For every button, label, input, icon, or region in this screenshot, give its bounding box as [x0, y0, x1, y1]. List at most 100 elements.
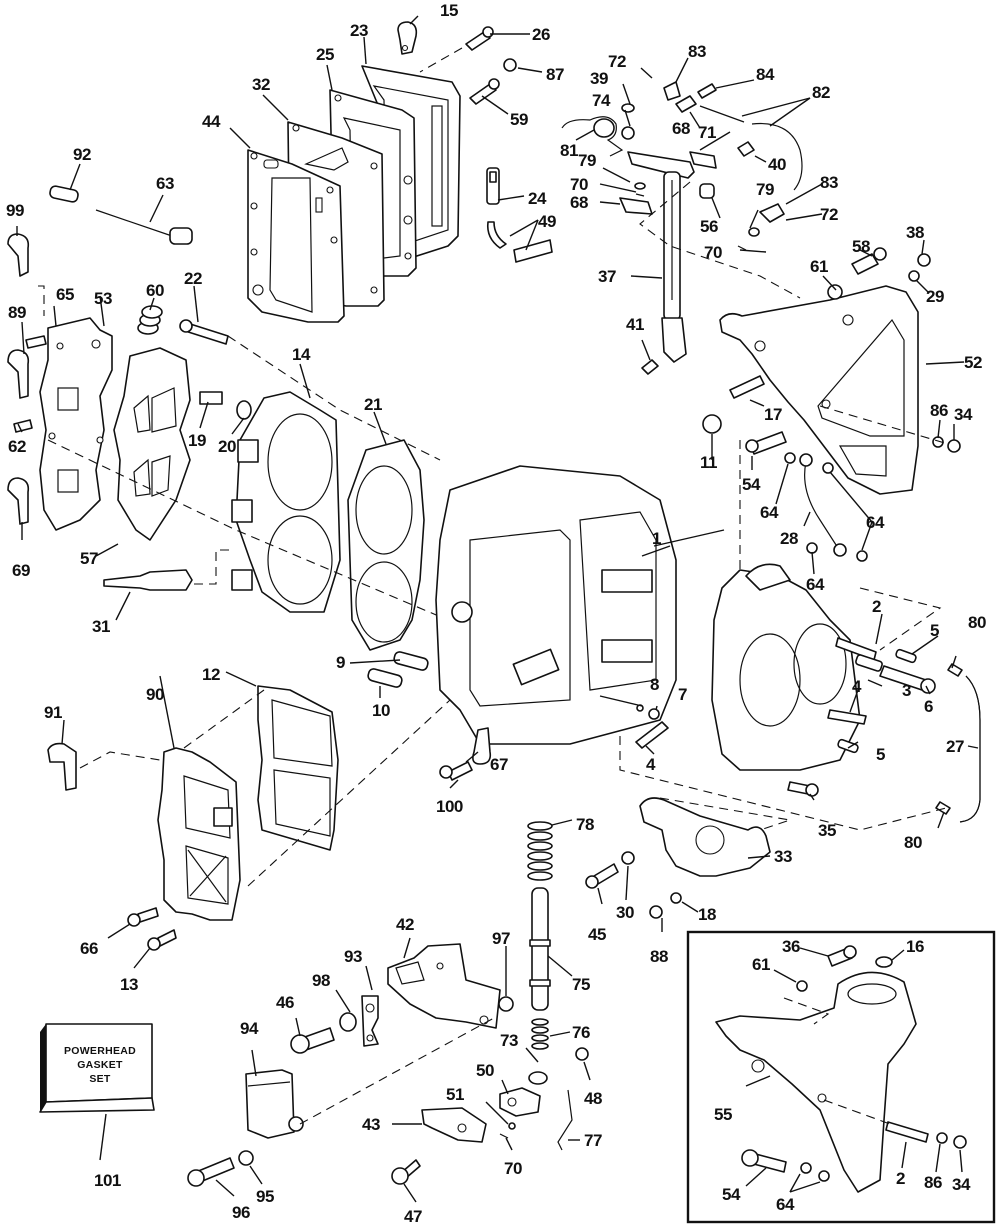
washer-64a: [784, 452, 796, 464]
callout-70-bottom: 70: [504, 1159, 522, 1178]
callout-21: 21: [364, 395, 382, 414]
hose-49: [486, 221, 553, 263]
throttle-linkage: [561, 81, 803, 375]
callout-93: 93: [344, 947, 362, 966]
washer-98: [339, 1012, 357, 1032]
washer-64-inset-a: [800, 1162, 812, 1174]
dowel-9: [393, 651, 429, 671]
callout-6: 6: [924, 697, 933, 716]
callout-69: 69: [12, 561, 30, 580]
callout-48: 48: [584, 1089, 602, 1108]
callout-61: 61: [810, 257, 828, 276]
callout-80-bottom: 80: [904, 833, 922, 852]
callout-94: 94: [240, 1019, 259, 1038]
leader-lines: [16, 15, 979, 1203]
callout-42: 42: [396, 915, 414, 934]
callout-80-top: 80: [968, 613, 986, 632]
washer-39: [621, 103, 635, 113]
callout-41: 41: [626, 315, 644, 334]
callout-60: 60: [146, 281, 164, 300]
screw-35: [787, 781, 819, 797]
callout-95: 95: [256, 1187, 274, 1206]
callout-17: 17: [764, 405, 782, 424]
callout-36: 36: [782, 937, 800, 956]
callout-39: 39: [590, 69, 608, 88]
callout-78: 78: [576, 815, 594, 834]
callout-86: 86: [930, 401, 948, 420]
cover-53: [39, 317, 113, 531]
callout-97: 97: [492, 929, 510, 948]
callout-28: 28: [780, 529, 798, 548]
callout-86-inset: 86: [924, 1173, 942, 1192]
clip-69: [7, 477, 30, 525]
callout-62: 62: [8, 437, 26, 456]
fitting-19: [199, 391, 223, 405]
callout-68-top: 68: [672, 119, 690, 138]
inset-alternate-bracket: [686, 930, 996, 1224]
bushing-16: [875, 956, 893, 968]
crankcase-half-1: [711, 563, 861, 771]
screw-84: [697, 83, 717, 99]
callout-40: 40: [768, 155, 786, 174]
callout-12: 12: [202, 665, 220, 684]
retainer-73: [528, 1071, 548, 1085]
callout-83-right: 83: [820, 173, 838, 192]
callout-68-left: 68: [570, 193, 588, 212]
callout-64-c: 64: [806, 575, 825, 594]
screw-62: [13, 419, 33, 433]
washer-86-inset: [936, 1132, 948, 1144]
screw-40: [737, 141, 755, 157]
spring-60: [137, 305, 163, 335]
callout-63: 63: [156, 174, 174, 193]
callout-72-top: 72: [608, 52, 626, 71]
nut-34: [947, 439, 961, 453]
callout-34: 34: [954, 405, 973, 424]
screw-47: [391, 1159, 421, 1185]
gasket-set-kit-101: POWERHEAD GASKET SET: [39, 1023, 155, 1113]
callout-92: 92: [73, 145, 91, 164]
callout-2: 2: [872, 597, 881, 616]
callout-84: 84: [756, 65, 775, 84]
spring-76: [531, 1018, 549, 1050]
callout-99: 99: [6, 201, 24, 220]
bracket-42: [387, 943, 501, 1029]
callout-35: 35: [818, 821, 836, 840]
callout-75: 75: [572, 975, 590, 994]
kit-label-line2: GASKET: [77, 1059, 123, 1071]
nut-88: [649, 905, 663, 919]
callout-20: 20: [218, 437, 236, 456]
callout-55: 55: [714, 1105, 732, 1124]
callout-58: 58: [852, 237, 870, 256]
callout-32: 32: [252, 75, 270, 94]
washer-18: [670, 892, 682, 904]
callout-5-bottom: 5: [876, 745, 885, 764]
bracket-68a: [689, 151, 717, 169]
gasket-57: [113, 347, 191, 541]
callout-16: 16: [906, 937, 924, 956]
callout-74: 74: [592, 91, 611, 110]
gasket-12: [257, 685, 339, 851]
clip-99: [7, 233, 30, 277]
exhaust-cover-assembly: [247, 65, 461, 323]
washer-64c: [856, 550, 868, 562]
callout-27: 27: [946, 737, 964, 756]
callout-88: 88: [650, 947, 668, 966]
clamp-80b: [935, 801, 951, 815]
callout-100: 100: [436, 797, 463, 816]
callout-53: 53: [94, 289, 112, 308]
callout-70-right: 70: [704, 243, 722, 262]
callout-64-inset: 64: [776, 1195, 795, 1214]
stud-4b: [635, 721, 669, 749]
callout-54-inset: 54: [722, 1185, 741, 1204]
washer-64-inset-b: [818, 1170, 830, 1182]
link-77: [557, 1089, 573, 1151]
washer-61-inset: [796, 980, 808, 992]
screw-65: [25, 335, 47, 349]
callout-52: 52: [964, 353, 982, 372]
screw-26: [419, 26, 494, 73]
callout-79-left: 79: [578, 151, 596, 170]
callout-23: 23: [350, 21, 368, 40]
callout-71: 71: [698, 123, 716, 142]
callout-33: 33: [774, 847, 792, 866]
